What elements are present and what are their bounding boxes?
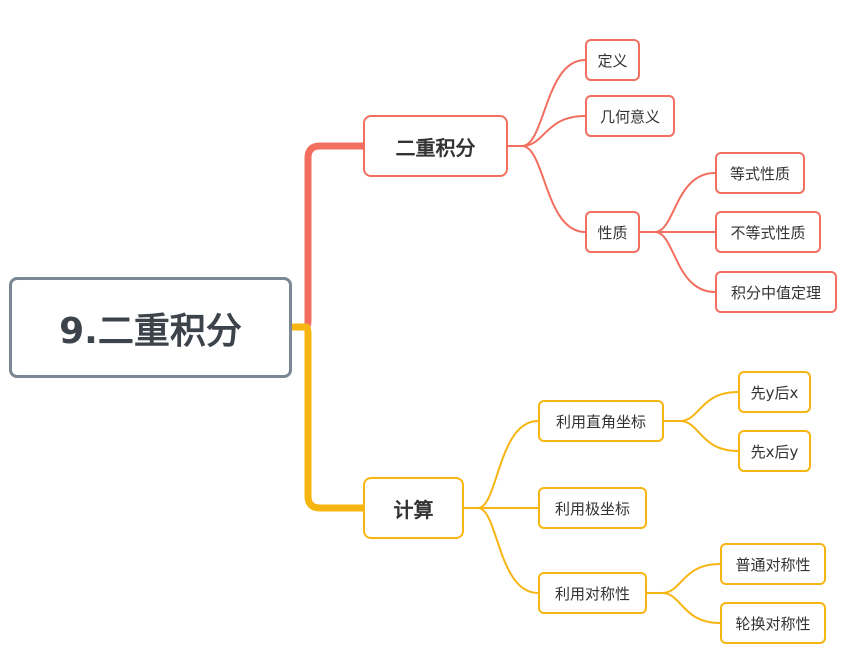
topic-ordinary-symmetry-label: 普通对称性 [735,555,811,574]
connector-sym-normal [647,563,721,594]
connector-b1-geometric [508,115,586,147]
branch-computation[interactable]: 计算 [363,477,464,539]
connector-b2-rect [464,420,539,509]
topic-mean-value-theorem-label: 积分中值定理 [730,283,821,302]
topic-inequality-property[interactable]: 不等式性质 [715,211,821,253]
topic-mean-value-theorem[interactable]: 积分中值定理 [715,271,837,313]
topic-equality-property[interactable]: 等式性质 [715,152,805,194]
topic-equality-property-label: 等式性质 [729,164,790,183]
topic-geometric-meaning-label: 几何意义 [599,107,660,126]
connector-prop-eq [640,172,716,233]
topic-y-then-x[interactable]: 先y后x [738,371,811,413]
connector-b2-sym [464,507,539,594]
branch-computation-label: 计算 [393,497,434,522]
topic-properties-label: 性质 [597,223,628,242]
topic-x-then-y[interactable]: 先x后y [738,430,811,472]
root-topic-label: 9.二重积分 [59,310,242,352]
topic-properties[interactable]: 性质 [585,211,640,253]
topic-polar-coords-label: 利用极坐标 [554,499,630,518]
branch-double-integral[interactable]: 二重积分 [363,115,508,177]
topic-geometric-meaning[interactable]: 几何意义 [585,95,675,137]
topic-rectangular-coords-label: 利用直角坐标 [555,412,646,431]
topic-symmetry-label: 利用对称性 [554,584,630,603]
topic-symmetry[interactable]: 利用对称性 [538,572,647,614]
topic-y-then-x-label: 先y后x [750,383,799,402]
connector-root-branch2 [288,323,367,512]
connector-b1-definition [508,59,586,147]
topic-inequality-property-label: 不等式性质 [730,223,806,242]
topic-x-then-y-label: 先x后y [750,442,799,461]
root-topic[interactable]: 9.二重积分 [9,277,292,378]
connector-rect-xy [664,420,739,452]
topic-rectangular-coords[interactable]: 利用直角坐标 [538,400,664,442]
topic-definition-label: 定义 [597,51,628,70]
connector-sym-rotation [647,592,721,624]
connector-root-branch1 [288,142,367,331]
branch-double-integral-label: 二重积分 [395,135,476,160]
topic-rotation-symmetry-label: 轮换对称性 [735,614,811,633]
topic-rotation-symmetry[interactable]: 轮换对称性 [720,602,826,644]
connector-prop-mean [640,231,716,293]
topic-definition[interactable]: 定义 [585,39,640,81]
topic-polar-coords[interactable]: 利用极坐标 [538,487,647,529]
connector-rect-yx [664,391,739,422]
topic-ordinary-symmetry[interactable]: 普通对称性 [720,543,826,585]
connector-b1-properties [508,145,586,233]
